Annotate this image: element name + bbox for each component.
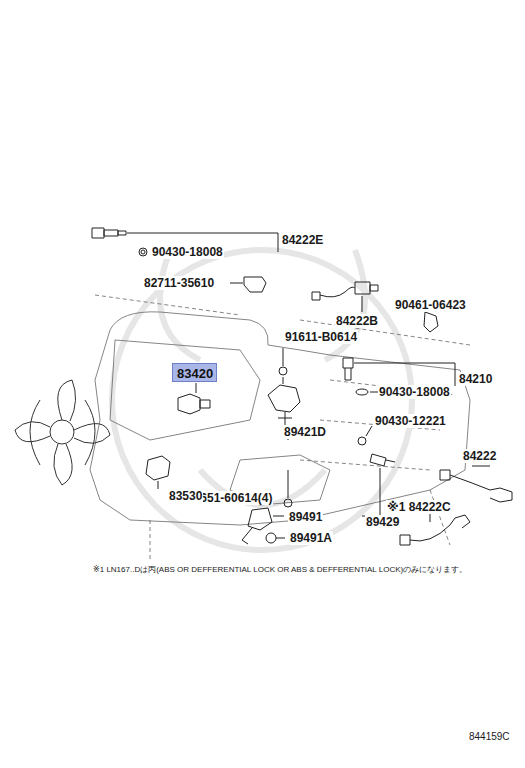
part-number: 83530 bbox=[168, 489, 203, 503]
part-number: 89491 bbox=[288, 510, 323, 524]
part-number: 90461-06423 bbox=[394, 298, 467, 312]
bolt bbox=[284, 432, 292, 507]
part-number: 89429 bbox=[365, 515, 400, 529]
bolt bbox=[279, 348, 287, 375]
engine-outline bbox=[90, 295, 470, 560]
sensor-89491 bbox=[242, 508, 284, 544]
sensor-89421d bbox=[268, 377, 300, 428]
o-ring bbox=[266, 533, 276, 543]
part-number: 90430-12221 bbox=[374, 414, 447, 428]
leader-line bbox=[366, 426, 372, 436]
highlight-box: 83420 bbox=[172, 363, 217, 382]
sensor-83530 bbox=[146, 456, 170, 489]
part-number: 84222E bbox=[281, 233, 324, 247]
washer bbox=[358, 437, 366, 445]
wire-clamp bbox=[244, 277, 266, 292]
diagram-code: 844159C bbox=[468, 730, 511, 744]
part-number: 89491A bbox=[289, 531, 333, 545]
part-number: 84210 bbox=[458, 372, 493, 386]
footnote: ※1 LN167..Dは丙(ABS OR DEFFERENTIAL LOCK O… bbox=[92, 565, 468, 575]
wire-clip bbox=[424, 312, 438, 332]
part-number: 82711-35610 bbox=[143, 276, 215, 290]
part-number: 83420 bbox=[177, 366, 212, 381]
part-number: ※1 84222C bbox=[386, 500, 452, 514]
cooling-fan bbox=[15, 380, 110, 485]
watermark bbox=[112, 250, 412, 550]
sensor-84222c bbox=[400, 512, 470, 545]
sensor-84222b bbox=[312, 282, 378, 312]
oil-pressure-switch bbox=[178, 383, 210, 414]
sensor-84222 bbox=[440, 466, 512, 502]
leader-line bbox=[276, 538, 285, 539]
part-number: 90430-18008 bbox=[151, 245, 224, 259]
part-number: 84222 bbox=[462, 449, 497, 463]
part-number: 84222B bbox=[335, 314, 379, 328]
leader-line bbox=[230, 283, 243, 284]
part-number: 90430-18008 bbox=[378, 385, 451, 399]
part-number: 89421D bbox=[283, 425, 327, 439]
part-number: 91611-B0614 bbox=[284, 330, 358, 344]
